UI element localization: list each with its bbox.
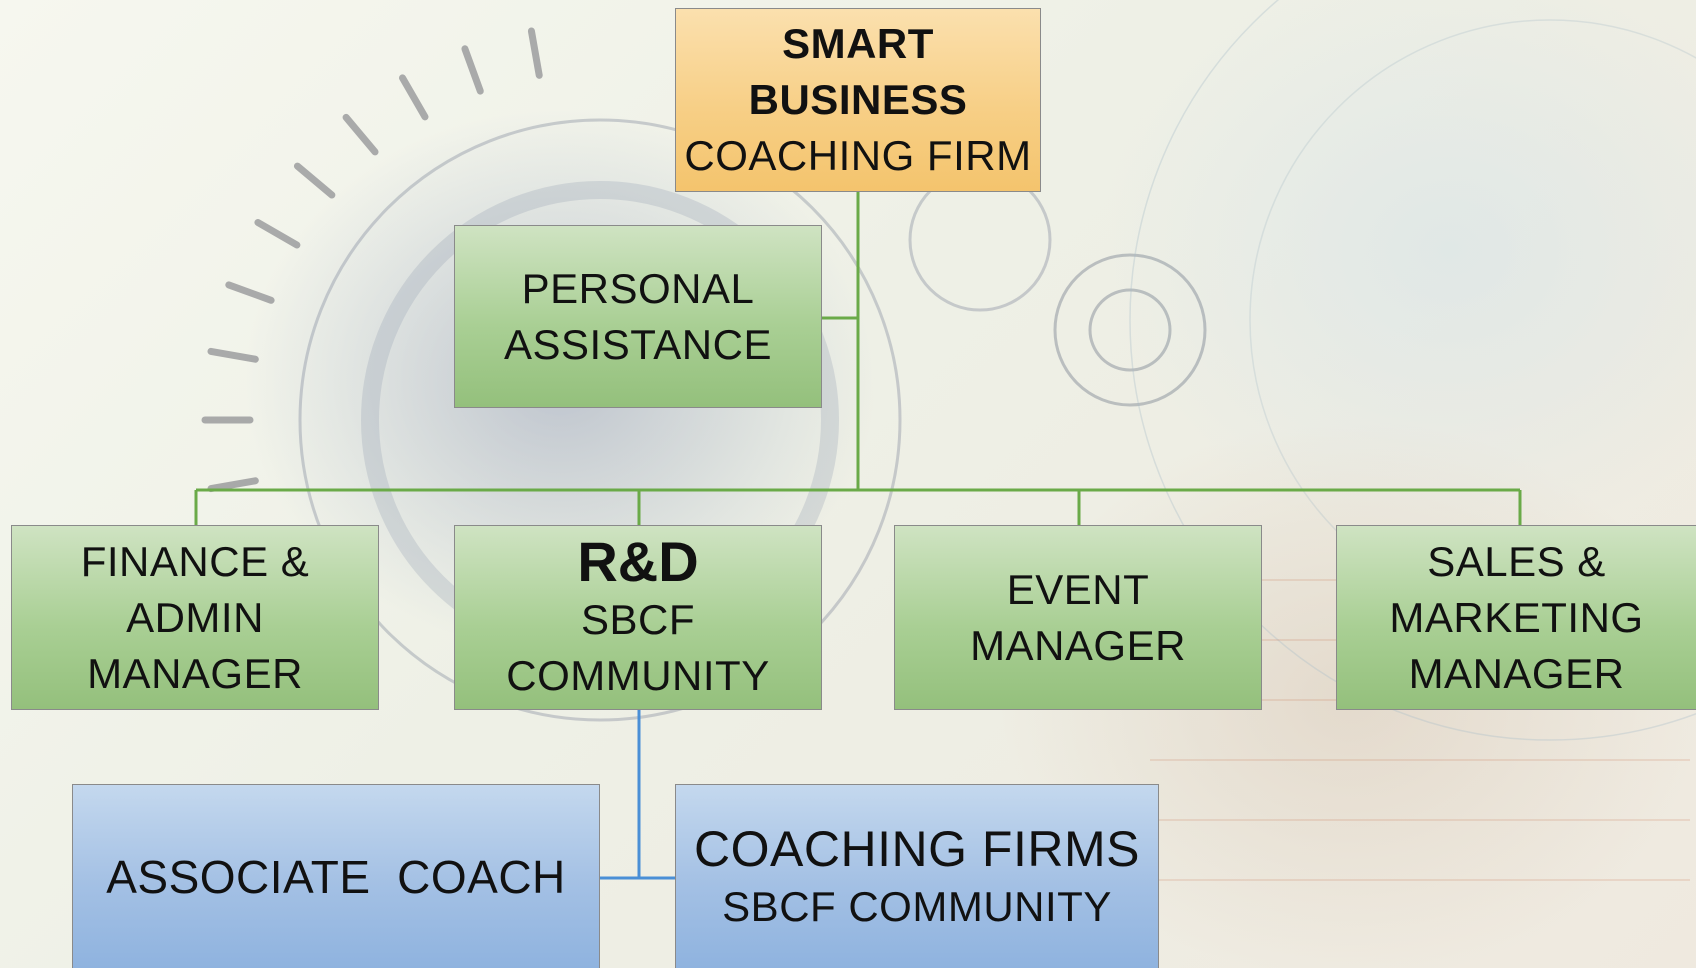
root-line-2: BUSINESS xyxy=(748,76,968,123)
event-line-1: EVENT xyxy=(1006,565,1150,613)
associate-line-1: ASSOCIATE COACH xyxy=(106,850,566,903)
node-event-manager: EVENT MANAGER xyxy=(894,525,1262,710)
green-connectors xyxy=(194,192,1522,525)
root-line-1: SMART xyxy=(782,20,934,67)
background-tick xyxy=(207,477,259,493)
root-line-3: COACHING FIRM xyxy=(684,132,1032,179)
assistant-line-2: ASSISTANCE xyxy=(504,320,772,368)
background-tick xyxy=(225,281,275,304)
node-finance-admin-manager: FINANCE & ADMIN MANAGER xyxy=(11,525,379,710)
sales-line-2: MARKETING xyxy=(1389,593,1644,641)
assistant-line-1: PERSONAL xyxy=(521,264,755,312)
background-tick xyxy=(207,347,259,363)
background-tick xyxy=(293,162,336,199)
node-sales-marketing-manager: SALES & MARKETING MANAGER xyxy=(1336,525,1696,710)
firms-line-2: SBCF COMMUNITY xyxy=(722,882,1112,930)
firms-line-1: COACHING FIRMS xyxy=(694,820,1140,877)
node-rnd-sbcf-community: R&D SBCF COMMUNITY xyxy=(454,525,822,710)
node-coaching-firms-community: COACHING FIRMS SBCF COMMUNITY xyxy=(675,784,1159,968)
sales-line-3: MANAGER xyxy=(1408,649,1625,697)
background-tick xyxy=(399,74,429,121)
background-tick xyxy=(342,113,379,156)
background-tick xyxy=(254,219,301,249)
rnd-line-2: SBCF xyxy=(580,595,695,643)
blue-connectors xyxy=(600,710,675,880)
node-associate-coach: ASSOCIATE COACH xyxy=(72,784,600,968)
rnd-line-1: R&D xyxy=(577,529,699,593)
background-tick xyxy=(527,27,543,79)
node-personal-assistance: PERSONAL ASSISTANCE xyxy=(454,225,822,408)
finance-line-1: FINANCE & xyxy=(80,537,310,585)
root-node-smart-business: SMART BUSINESS COACHING FIRM xyxy=(675,8,1041,192)
finance-line-3: MANAGER xyxy=(87,649,303,697)
sales-line-1: SALES & xyxy=(1427,537,1606,585)
rnd-line-3: COMMUNITY xyxy=(506,651,770,699)
event-line-2: MANAGER xyxy=(970,621,1186,669)
finance-line-2: ADMIN xyxy=(126,593,264,641)
background-tick xyxy=(461,45,484,95)
